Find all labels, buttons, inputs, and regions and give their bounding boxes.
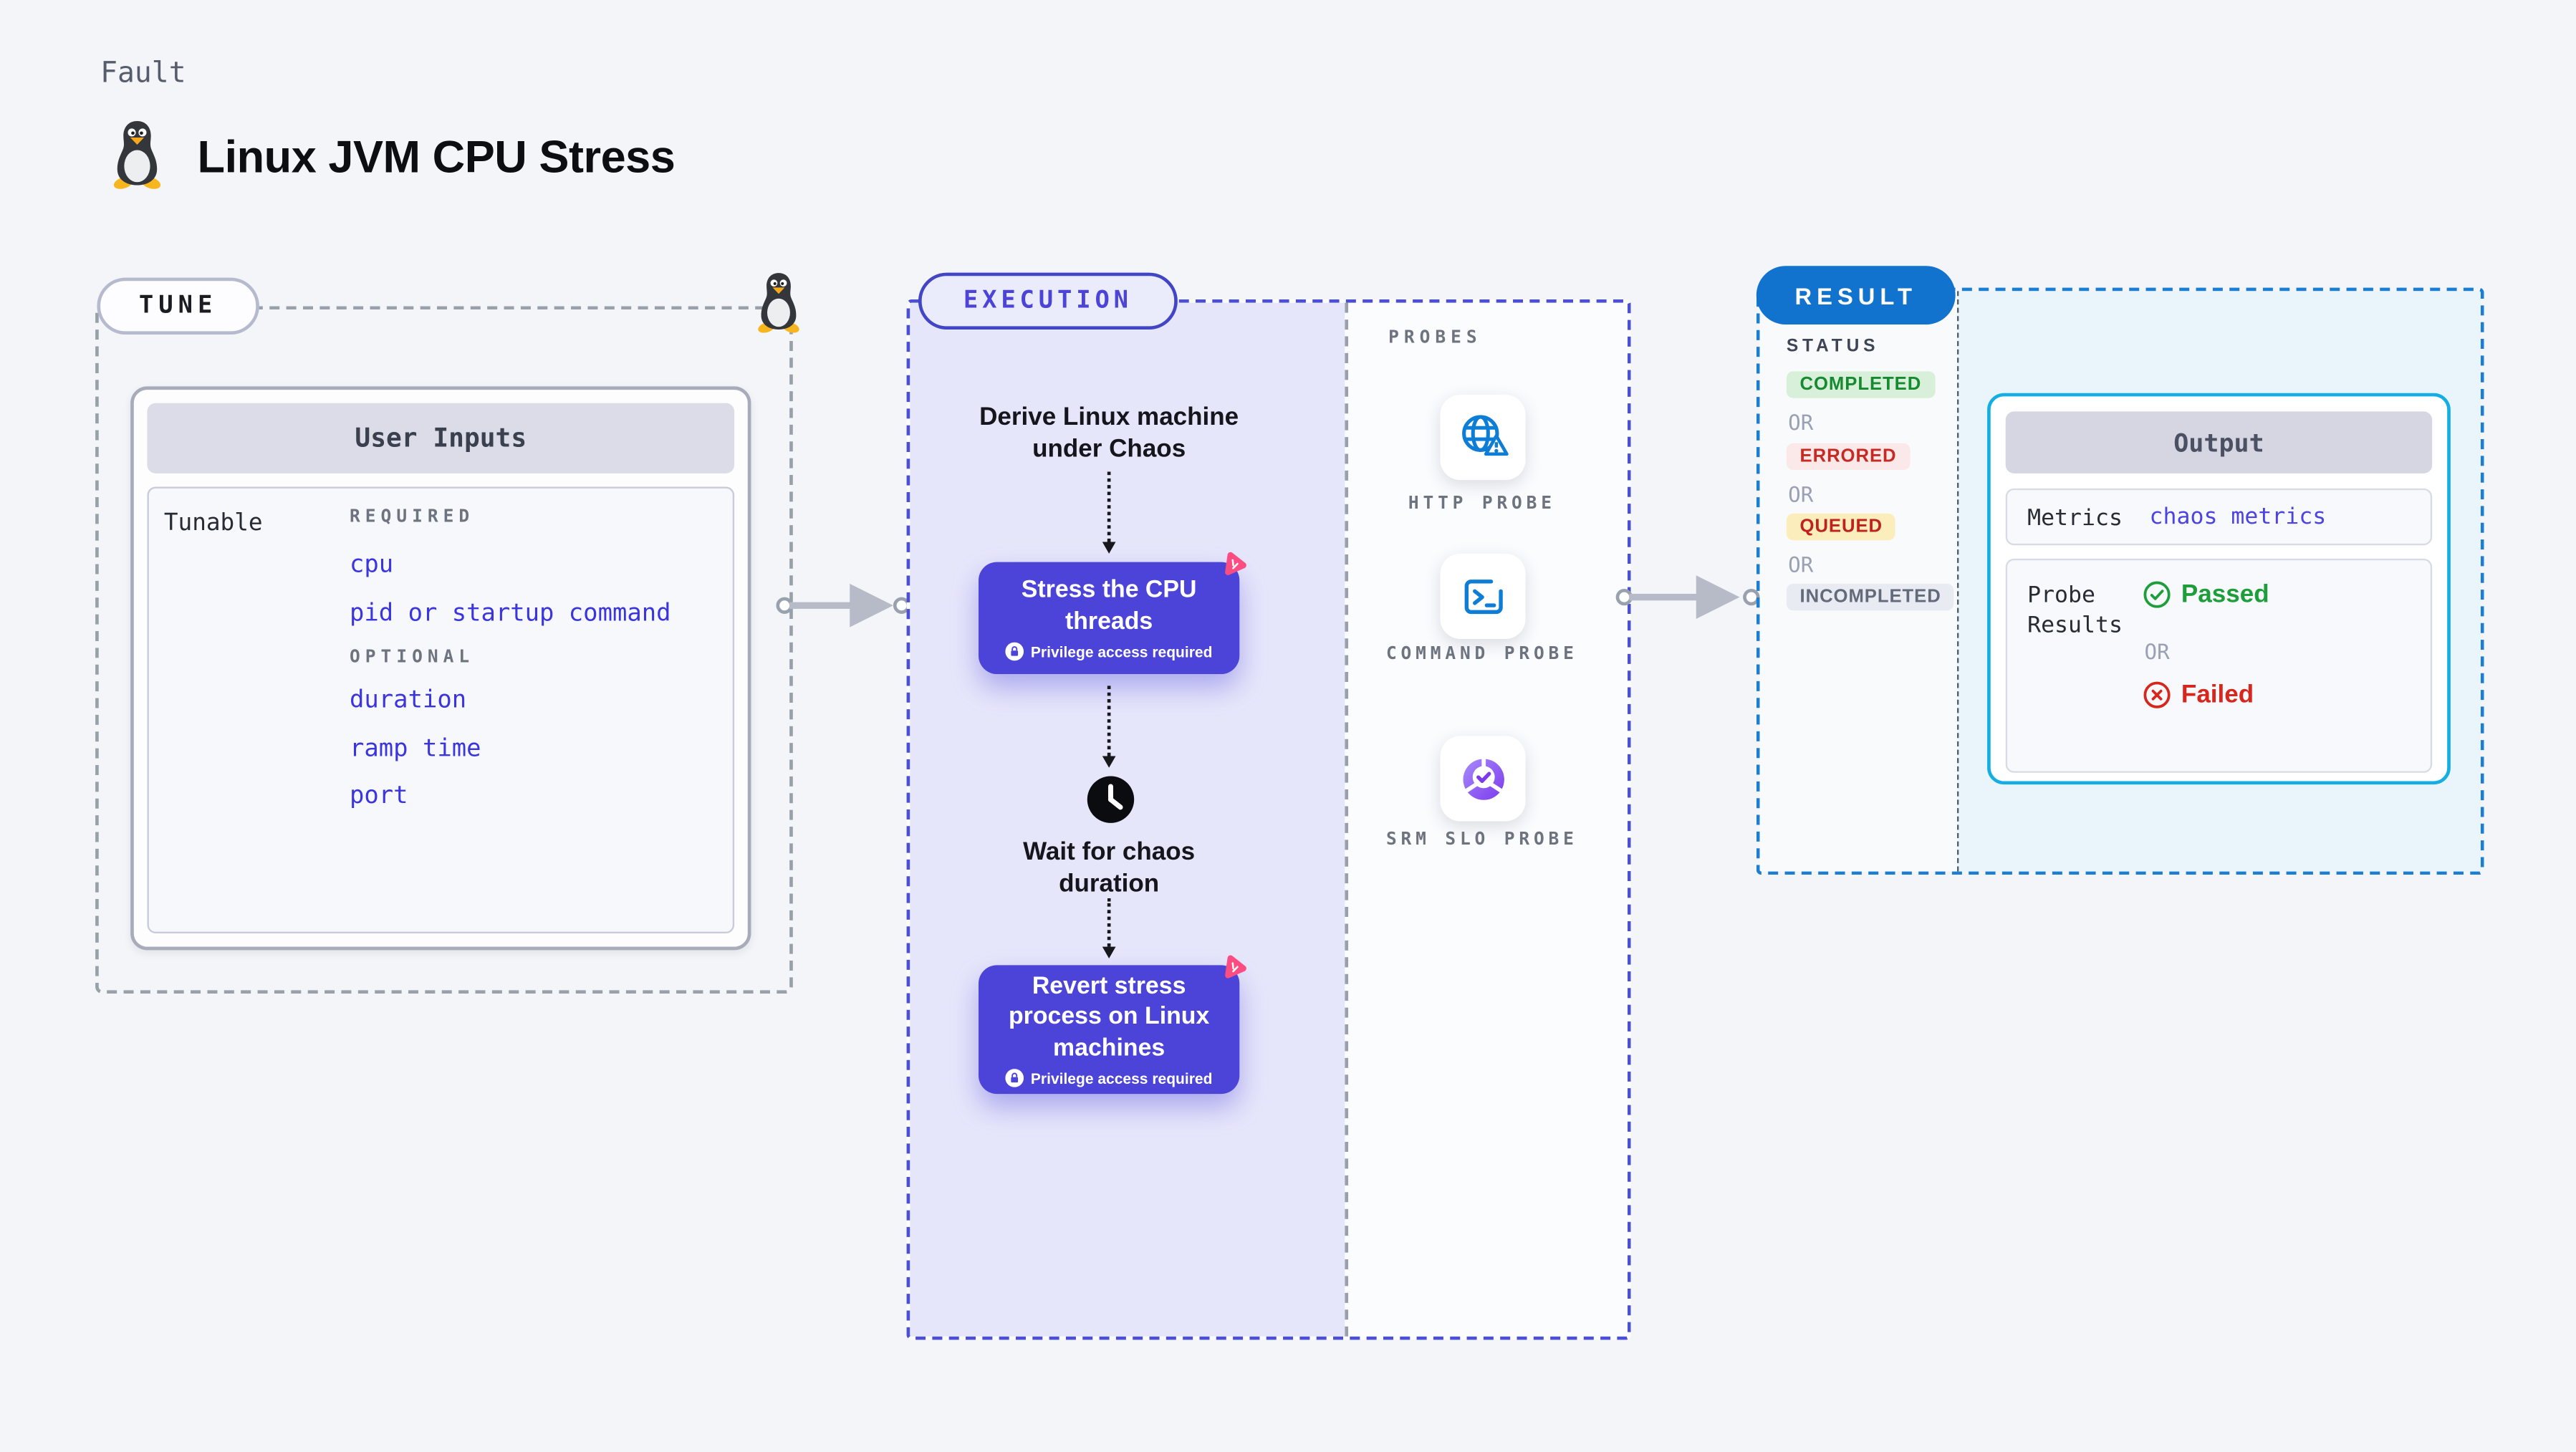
- tux-penguin-icon: [751, 271, 806, 335]
- tux-penguin-icon: [105, 119, 169, 191]
- or-label: OR: [1788, 481, 1814, 507]
- failed-label: Failed: [2181, 681, 2254, 710]
- or-label: OR: [1788, 410, 1814, 436]
- privilege-note: Privilege access required: [1030, 643, 1213, 660]
- check-circle-icon: [2143, 580, 2171, 609]
- wait-step-label: Wait for chaos duration: [1023, 837, 1196, 898]
- output-panel: Output Metrics chaos metrics Probe Resul…: [1987, 393, 2451, 785]
- user-inputs-title: User Inputs: [147, 403, 735, 473]
- chaos-spark-icon: [1219, 549, 1248, 577]
- stress-cpu-node: Stress the CPU threads Privilege access …: [979, 562, 1240, 675]
- status-heading: STATUS: [1786, 336, 1880, 357]
- or-label: OR: [2144, 638, 2170, 665]
- tunable-row-label: Tunable: [163, 510, 263, 537]
- probes-heading: PROBES: [1388, 327, 1482, 348]
- probe-results-row: Probe Results Passed OR: [2005, 558, 2433, 773]
- tunables-panel: Tunable REQUIRED cpu pid or startup comm…: [147, 486, 735, 933]
- status-badge-incompleted: INCOMPLETED: [1786, 583, 1955, 611]
- http-probe-label: HTTP PROBE: [1408, 493, 1556, 514]
- revert-stress-node: Revert stress process on Linux machines …: [979, 965, 1240, 1095]
- execution-to-result-arrow: [1615, 574, 1760, 620]
- optional-heading: OPTIONAL: [350, 647, 475, 668]
- result-section: STATUS COMPLETED OR ERRORED OR QUEUED OR…: [1756, 287, 2484, 875]
- lock-icon: [1005, 642, 1024, 661]
- metrics-label: Metrics: [2027, 505, 2123, 532]
- command-probe-card[interactable]: [1440, 553, 1526, 639]
- execution-lane: [910, 302, 1345, 1337]
- user-inputs-card: User Inputs Tunable REQUIRED cpu pid or …: [130, 386, 751, 951]
- result-badge: RESULT: [1756, 266, 1956, 325]
- tunable-item-pid-or-startup-command[interactable]: pid or startup command: [350, 600, 671, 628]
- probe-results-label: Probe Results: [2027, 582, 2123, 639]
- or-label: OR: [1788, 552, 1814, 577]
- required-heading: REQUIRED: [350, 506, 475, 527]
- tunable-item-port[interactable]: port: [350, 782, 408, 810]
- command-probe-label: COMMAND PROBE: [1385, 643, 1578, 665]
- output-lane: Output Metrics chaos metrics Probe Resul…: [1957, 291, 2481, 872]
- http-probe-card[interactable]: [1440, 395, 1526, 481]
- globe-alert-icon: [1454, 409, 1511, 466]
- status-lane: STATUS COMPLETED OR ERRORED OR QUEUED OR…: [1759, 291, 1958, 872]
- tunable-item-cpu[interactable]: cpu: [350, 552, 394, 579]
- tune-to-execution-arrow: [776, 582, 910, 629]
- connector-arrow-down: [1102, 471, 1116, 554]
- srm-slo-probe-label: SRM SLO PROBE: [1385, 830, 1578, 850]
- connector-arrow-down: [1102, 898, 1116, 958]
- slo-donut-icon: [1454, 750, 1511, 807]
- connector-arrow-down: [1102, 686, 1116, 768]
- tune-badge: TUNE: [97, 277, 259, 335]
- metrics-value-link[interactable]: chaos metrics: [2149, 503, 2327, 531]
- status-badge-queued: QUEUED: [1786, 513, 1896, 541]
- terminal-icon: [1456, 569, 1510, 623]
- metrics-row: Metrics chaos metrics: [2005, 488, 2433, 546]
- x-circle-icon: [2143, 681, 2171, 709]
- revert-stress-label: Revert stress process on Linux machines: [1008, 973, 1210, 1062]
- tunable-item-duration[interactable]: duration: [350, 687, 467, 715]
- fault-kicker: Fault: [100, 57, 186, 91]
- privilege-note: Privilege access required: [1030, 1069, 1213, 1087]
- status-badge-errored: ERRORED: [1786, 443, 1911, 471]
- status-badge-completed: COMPLETED: [1786, 371, 1935, 398]
- execution-entry-label: Derive Linux machine under Chaos: [979, 403, 1239, 463]
- execution-badge: EXECUTION: [918, 272, 1178, 330]
- tunable-item-ramp-time[interactable]: ramp time: [350, 736, 481, 763]
- passed-label: Passed: [2181, 580, 2269, 609]
- page-title: Linux JVM CPU Stress: [197, 132, 676, 183]
- output-title: Output: [2005, 411, 2433, 473]
- chaos-spark-icon: [1219, 952, 1248, 981]
- stress-cpu-label: Stress the CPU threads: [1021, 577, 1197, 635]
- lock-icon: [1005, 1069, 1024, 1088]
- clock-icon: [1085, 774, 1135, 824]
- tune-section: [95, 306, 793, 994]
- srm-slo-probe-card[interactable]: [1440, 736, 1526, 822]
